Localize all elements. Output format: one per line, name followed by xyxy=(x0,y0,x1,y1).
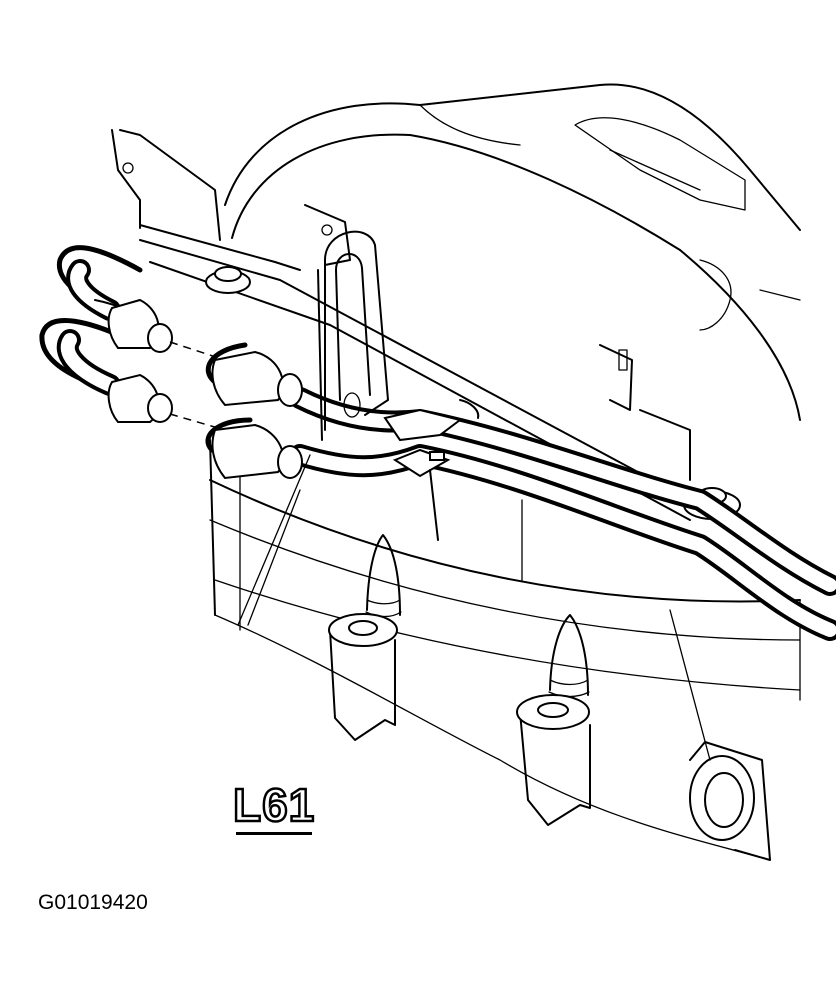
engine-cover-outline xyxy=(224,83,801,421)
line-bracket-clips xyxy=(383,399,480,541)
engine-code-underline xyxy=(236,832,312,835)
hose-fitting-block-upper xyxy=(205,342,303,407)
hose-fitting-left-upper xyxy=(107,298,173,353)
leader-lines xyxy=(237,454,711,761)
mounting-boss-left xyxy=(328,534,402,741)
mounting-boss-right xyxy=(516,614,591,826)
line-retaining-clip xyxy=(317,230,389,441)
disconnected-hose-lower xyxy=(39,318,143,398)
figure-code: G01019420 xyxy=(38,891,148,914)
hose-fitting-left-lower xyxy=(107,373,173,423)
hose-fitting-block-lower xyxy=(205,417,303,480)
oil-cooler-lines xyxy=(289,387,836,641)
engine-code-label: L61 xyxy=(232,779,316,831)
flange-bolt-left xyxy=(205,266,251,294)
engine-block xyxy=(209,439,801,861)
corner-lug xyxy=(689,741,771,861)
